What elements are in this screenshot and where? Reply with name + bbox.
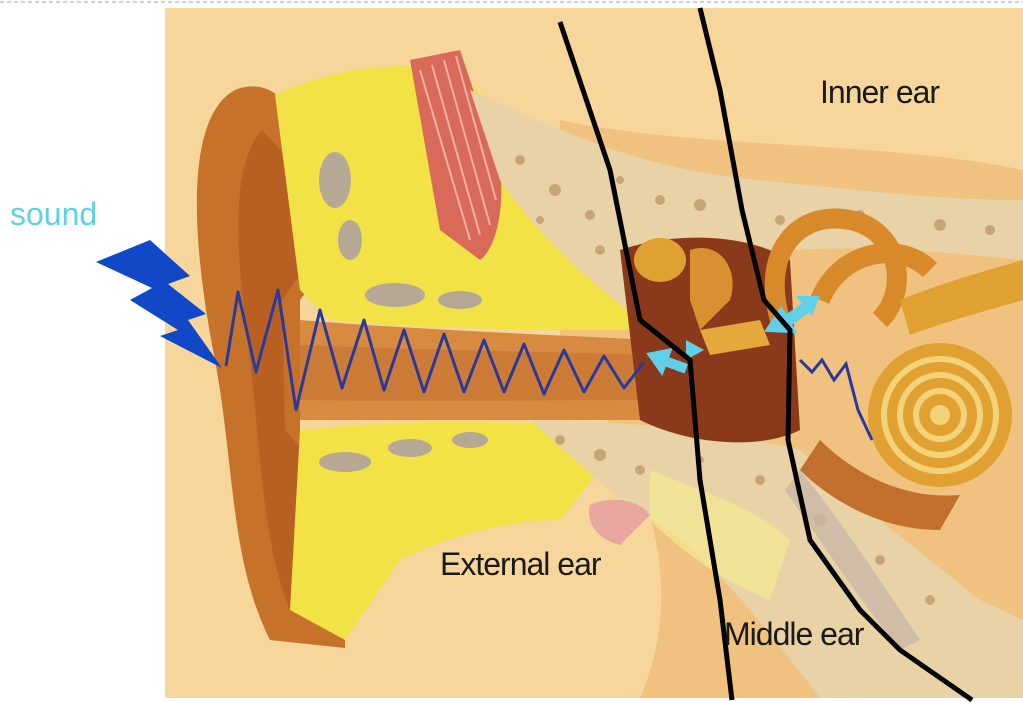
- cochlea: [868, 343, 1012, 487]
- inner-ear-label: Inner ear: [820, 74, 939, 111]
- middle-ear-label: Middle ear: [724, 616, 863, 653]
- malleus: [634, 238, 686, 282]
- external-ear-label: External ear: [440, 546, 601, 583]
- sound-label: sound: [10, 196, 97, 233]
